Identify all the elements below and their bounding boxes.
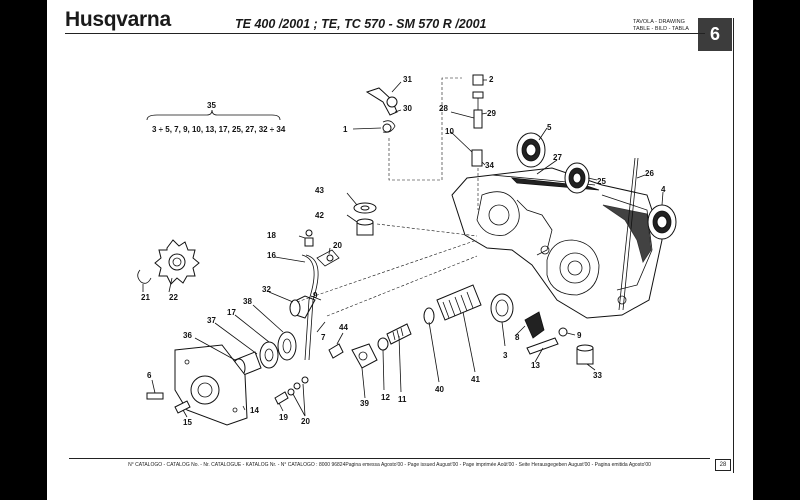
brand-logo: Husqvarna xyxy=(65,8,171,31)
oil-pipe-16 xyxy=(293,229,340,390)
circlip-21 xyxy=(137,269,152,284)
table-number-badge: 6 xyxy=(698,18,732,51)
bolt-15 xyxy=(174,400,191,414)
footer-rule xyxy=(69,458,710,459)
sheet-number: 28 xyxy=(715,459,731,471)
callout-39: 39 xyxy=(360,399,369,408)
group-note-brace xyxy=(146,109,281,121)
drawing-label-line-1: TAVOLA - DRAWING xyxy=(633,19,685,25)
callout-9-left: 9 xyxy=(313,291,318,300)
stud-parts xyxy=(471,74,484,167)
bearing-5 xyxy=(516,132,546,168)
catalog-footer: N° CATALOGO - CATALOG No. - Nr. CATALOGU… xyxy=(128,462,651,468)
lever-assembly xyxy=(365,87,398,133)
callout-5: 5 xyxy=(547,123,552,132)
callout-33: 33 xyxy=(593,371,602,380)
catalog-page: Husqvarna TE 400 /2001 ; TE, TC 570 - SM… xyxy=(47,0,753,500)
sprocket-22 xyxy=(154,239,200,285)
header-rule xyxy=(65,33,705,34)
callout-21: 21 xyxy=(141,293,150,302)
callout-19: 19 xyxy=(279,413,288,422)
callout-41: 41 xyxy=(471,375,480,384)
callout-20-upper: 20 xyxy=(333,241,342,250)
shaft-26 xyxy=(618,157,636,311)
callout-43: 43 xyxy=(315,186,324,195)
callout-22: 22 xyxy=(169,293,178,302)
side-cover-14 xyxy=(174,344,248,426)
washer-20 xyxy=(287,388,295,396)
callout-15: 15 xyxy=(183,418,192,427)
right-side-parts xyxy=(490,293,594,365)
callouts: 31 2 30 28 29 1 10 34 5 27 25 26 4 43 42… xyxy=(141,75,666,427)
callout-18: 18 xyxy=(267,231,276,240)
callout-12: 12 xyxy=(381,393,390,402)
callout-32: 32 xyxy=(262,285,271,294)
plug-42-43 xyxy=(353,202,377,236)
bearing-4 xyxy=(647,204,677,240)
shaft-bushings xyxy=(232,295,316,378)
bolt-44 xyxy=(328,343,344,359)
callout-14: 14 xyxy=(250,406,259,415)
group-note-text: 3 ÷ 5, 7, 9, 10, 13, 17, 25, 27, 32 ÷ 34 xyxy=(152,125,286,134)
crankcase-half xyxy=(451,167,663,319)
callout-9-right: 9 xyxy=(577,331,582,340)
callout-34: 34 xyxy=(485,161,494,170)
bearing-25 xyxy=(564,162,590,194)
callout-38: 38 xyxy=(243,297,252,306)
callout-31: 31 xyxy=(403,75,412,84)
callout-36: 36 xyxy=(183,331,192,340)
callout-25: 25 xyxy=(597,177,606,186)
callout-2: 2 xyxy=(489,75,494,84)
callout-27: 27 xyxy=(553,153,562,162)
exploded-parts-diagram: 35 3 ÷ 5, 7, 9, 10, 13, 17, 25, 27, 32 ÷… xyxy=(137,74,677,427)
callout-6: 6 xyxy=(147,371,152,380)
callout-13: 13 xyxy=(531,361,540,370)
callout-1: 1 xyxy=(343,125,348,134)
group-note-number: 35 xyxy=(207,101,216,110)
right-rule xyxy=(733,18,734,473)
callout-10: 10 xyxy=(445,127,454,136)
callout-17: 17 xyxy=(227,308,236,317)
drawing-label: TAVOLA - DRAWING TABLE - BILD - TABLA xyxy=(633,19,691,32)
callout-8: 8 xyxy=(515,333,520,342)
callout-37: 37 xyxy=(207,316,216,325)
callout-7: 7 xyxy=(321,333,326,342)
detent-assembly xyxy=(351,284,482,369)
callout-26: 26 xyxy=(645,169,654,178)
callout-44: 44 xyxy=(339,323,348,332)
callout-4: 4 xyxy=(661,185,666,194)
callout-11: 11 xyxy=(398,395,407,404)
drawing-label-line-2: TABLE - BILD - TABLA xyxy=(633,25,689,32)
callout-30: 30 xyxy=(403,104,412,113)
callout-3: 3 xyxy=(503,351,508,360)
bolt-6 xyxy=(146,392,164,400)
bolt-19 xyxy=(274,391,289,405)
callout-40: 40 xyxy=(435,385,444,394)
callout-29: 29 xyxy=(487,109,496,118)
leader-lines xyxy=(142,79,664,418)
callout-28: 28 xyxy=(439,104,448,113)
callout-16: 16 xyxy=(267,251,276,260)
callout-20-lower: 20 xyxy=(301,417,310,426)
callout-42: 42 xyxy=(315,211,324,220)
model-title: TE 400 /2001 ; TE, TC 570 - SM 570 R /20… xyxy=(235,17,487,31)
